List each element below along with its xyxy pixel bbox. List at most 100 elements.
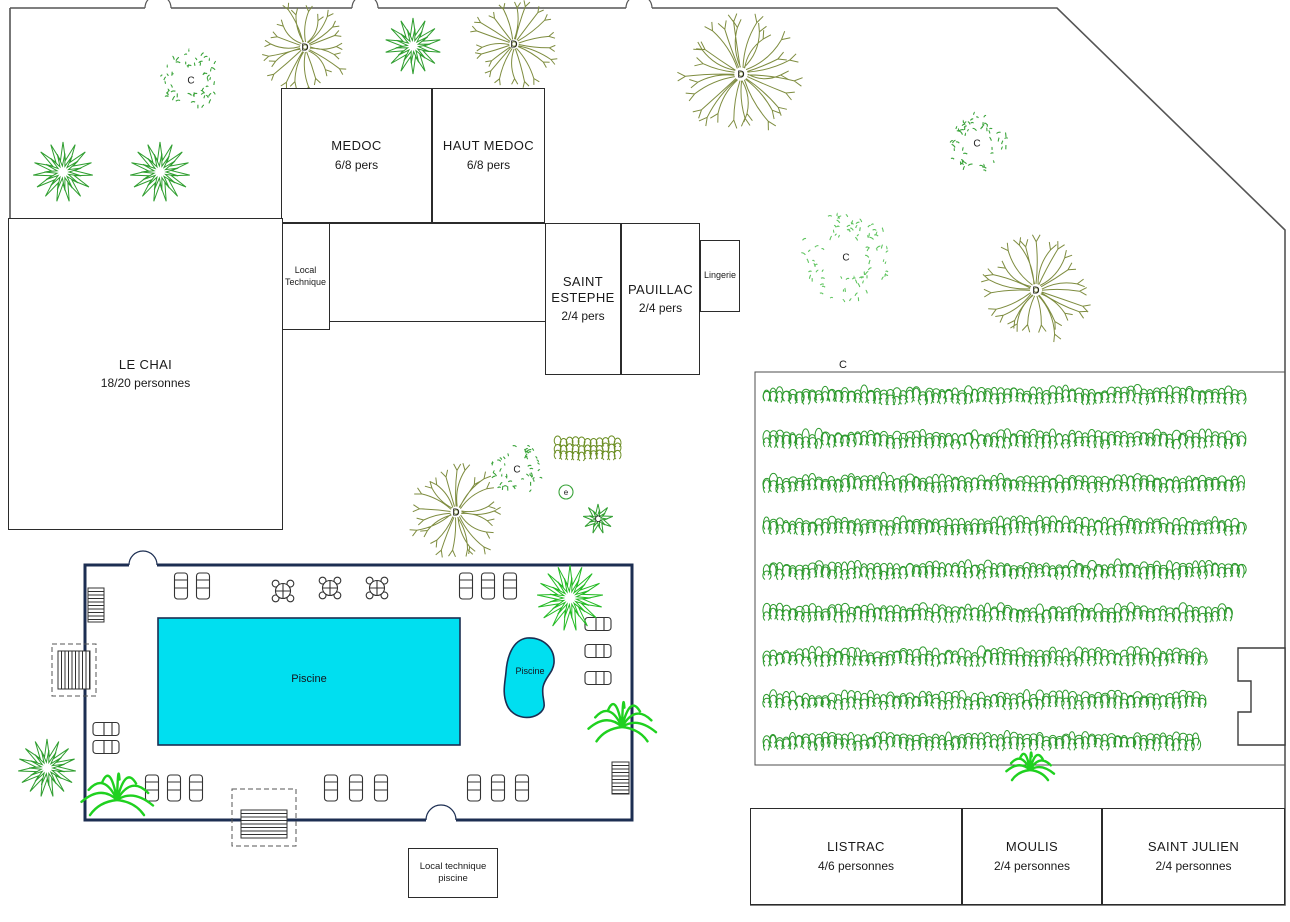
sun-lounger-icon	[166, 774, 182, 802]
door-swing-arc	[351, 0, 379, 9]
door-swing-arc	[425, 804, 457, 821]
plan-label: D	[452, 508, 459, 519]
pool-main-label: Piscine	[291, 673, 327, 685]
bush-icon	[949, 111, 1009, 172]
sun-lounger-icon	[92, 739, 120, 755]
building-saint-julien: SAINT JULIEN 2/4 personnes	[1102, 808, 1285, 905]
building-local-technique-piscine: Local technique piscine	[408, 848, 498, 898]
bar-counter-icon	[240, 809, 288, 839]
vine-row	[762, 645, 1207, 664]
vine-row	[762, 650, 1208, 668]
sun-lounger-icon	[144, 774, 160, 802]
plan-label: D	[301, 43, 308, 54]
boundary-wall	[9, 7, 1286, 906]
building-local-technique-piscine-name: Local technique piscine	[419, 861, 487, 884]
tree-icon	[262, 2, 347, 94]
door-swing-arc	[144, 0, 172, 9]
plan-label: e	[564, 488, 569, 497]
table-icon	[365, 576, 389, 600]
plan-label: C	[595, 514, 602, 524]
bush-icon	[801, 212, 889, 303]
table-icon	[318, 576, 342, 600]
vine-row	[762, 432, 1247, 450]
building-le-chai-name: LE CHAI	[118, 356, 173, 372]
plan-label: C	[187, 76, 194, 87]
vine-row	[762, 475, 1245, 494]
small-pool	[503, 637, 555, 719]
building-le-chai: LE CHAI 18/20 personnes	[8, 218, 283, 530]
table-icon	[271, 579, 295, 603]
bar-counter-icon	[57, 650, 91, 690]
plan-label: C	[973, 139, 980, 150]
building-listrac: LISTRAC 4/6 personnes	[750, 808, 962, 905]
building-listrac-capacity: 4/6 personnes	[817, 858, 895, 873]
building-medoc: MEDOC 6/8 pers	[281, 88, 432, 223]
building-medoc-capacity: 6/8 pers	[334, 157, 379, 172]
vine-row	[762, 605, 1233, 624]
door-swing-arc	[128, 550, 158, 566]
building-lingerie: Lingerie	[700, 240, 740, 312]
spiky-plant-icon	[549, 577, 591, 619]
plan-label: C	[839, 359, 847, 371]
building-local-technique: Local Technique	[281, 223, 330, 330]
plan-label: C	[513, 465, 520, 476]
building-lingerie-name: Lingerie	[703, 270, 737, 281]
sun-lounger-icon	[92, 721, 120, 737]
door-swing-arc	[625, 0, 653, 9]
spiky-plant-icon	[395, 28, 431, 64]
tree-icon	[470, 0, 558, 88]
pool-area	[51, 561, 634, 847]
sun-lounger-icon	[490, 774, 506, 802]
building-local-technique-name: Local Technique	[284, 265, 327, 287]
spiky-plant-icon	[589, 509, 608, 529]
pool-enclosure	[83, 563, 634, 822]
building-saint-estephe-name: SAINT ESTEPHE	[551, 273, 615, 305]
sun-lounger-icon	[584, 616, 612, 632]
vine-row	[762, 694, 1207, 711]
palm-tree-icon	[587, 701, 658, 743]
bush-icon	[491, 444, 543, 493]
spiky-plant-icon	[141, 153, 179, 191]
sun-lounger-icon	[514, 774, 530, 802]
sun-lounger-icon	[584, 670, 612, 686]
tree-icon	[981, 234, 1091, 343]
spiky-plants: C	[18, 17, 613, 797]
spiky-plant-icon	[536, 564, 604, 631]
vine-row	[762, 428, 1247, 446]
sun-lounger-icon	[373, 774, 389, 802]
sun-lounger-icon	[173, 572, 189, 600]
building-pauillac-capacity: 2/4 pers	[638, 301, 683, 316]
plan-label: C	[842, 253, 849, 264]
plan-label: D	[510, 40, 517, 51]
shower-icon	[87, 587, 105, 623]
building-le-chai-capacity: 18/20 personnes	[100, 376, 191, 391]
building-medoc-name: MEDOC	[331, 138, 382, 154]
building-moulis-capacity: 2/4 personnes	[993, 858, 1071, 873]
sun-lounger-icon	[584, 643, 612, 659]
palm-trees	[80, 701, 1056, 817]
sun-lounger-icon	[480, 572, 496, 600]
spiky-plant-icon	[33, 141, 93, 202]
building-haut-medoc-capacity: 6/8 pers	[466, 157, 511, 172]
building-moulis: MOULIS 2/4 personnes	[962, 808, 1102, 905]
shrubs: C C C Ce	[160, 48, 1009, 500]
small-plant-icon	[558, 484, 574, 500]
dashed-zone	[231, 788, 297, 847]
property-boundary	[9, 4, 1286, 906]
spiky-plant-icon	[28, 749, 65, 787]
vine-row	[762, 518, 1246, 537]
bench-icon	[611, 761, 630, 795]
sun-lounger-icon	[188, 774, 204, 802]
bush-icon	[160, 48, 216, 109]
outbuilding	[1237, 647, 1286, 746]
spiky-plant-icon	[130, 141, 190, 202]
building-saint-julien-name: SAINT JULIEN	[1147, 839, 1240, 855]
plan-label: D	[1032, 286, 1039, 297]
building-haut-medoc-name: HAUT MEDOC	[442, 138, 535, 154]
building-pauillac-name: PAUILLAC	[627, 281, 694, 297]
building-moulis-name: MOULIS	[1005, 839, 1059, 855]
building-saint-estephe: SAINT ESTEPHE 2/4 pers	[545, 223, 621, 375]
vine-row	[762, 387, 1247, 406]
